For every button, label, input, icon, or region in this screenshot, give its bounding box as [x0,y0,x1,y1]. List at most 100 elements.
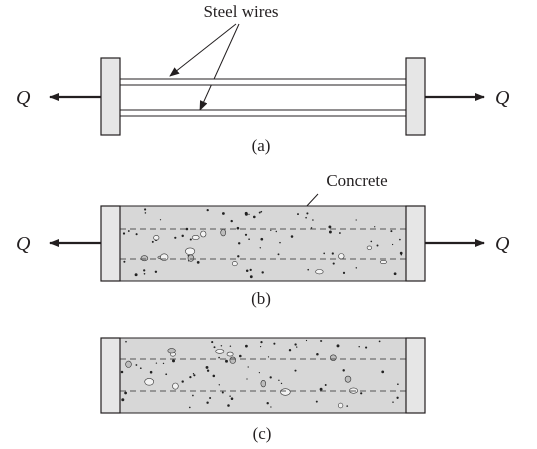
concrete-speckle [143,269,146,272]
concrete-speckle [239,354,242,358]
concrete-aggregate-c [120,339,399,409]
concrete-speckle [336,344,340,348]
concrete-speckle [229,395,231,397]
concrete-speckle [218,384,220,386]
concrete-speckle [245,269,249,272]
concrete-speckle [185,227,189,231]
concrete-speckle [355,267,358,269]
concrete-speckle [324,384,327,386]
concrete-speckle [260,237,264,241]
concrete-speckle [328,230,332,234]
concrete-speckle [236,226,240,230]
concrete-speckle [211,341,214,344]
concrete-stone [144,378,154,386]
concrete-speckle [323,252,326,255]
concrete-speckle [332,262,335,265]
concrete-speckle [121,398,125,402]
concrete-stone [200,230,207,238]
end-plate-left-a [100,57,121,136]
concrete-speckle [290,235,294,238]
concrete-stone [338,253,345,260]
concrete-speckle [209,396,212,400]
force-label-left-b: Q [16,233,31,255]
force-label-right-a: Q [495,87,510,109]
concrete-speckle [206,208,209,212]
concrete-speckle [307,268,310,271]
concrete-speckle [192,373,195,375]
concrete-stone [191,235,200,241]
force-label-left-a: Q [16,87,31,109]
concrete-speckle [244,233,248,236]
concrete-body-c [119,337,407,414]
concrete-speckle [196,261,200,264]
concrete-speckle [258,372,260,374]
concrete-speckle [399,238,401,241]
panel-c-caption: (c) [253,424,272,443]
concrete-speckle [206,369,210,372]
concrete-speckle [218,356,220,359]
panel-a-caption: (a) [252,136,271,155]
concrete-speckle [279,241,281,244]
end-plate-right-c [405,337,426,414]
concrete-speckle [378,340,381,343]
concrete-aggregate-b [122,208,403,279]
concrete-speckle [181,380,184,383]
concrete-stone [379,259,387,264]
concrete-speckle [155,362,158,364]
concrete-speckle [277,253,280,256]
concrete-speckle [288,348,292,352]
concrete-speckle [258,211,261,214]
concrete-speckle [338,232,341,234]
concrete-speckle [312,219,314,221]
concrete-stone [167,348,176,354]
concrete-speckle [213,346,216,349]
end-plate-right-a [405,57,426,136]
concrete-speckle [139,367,142,370]
steel-wire-top [119,78,407,86]
concrete-speckle [270,229,272,232]
concrete-speckle [189,238,192,241]
concrete-speckle [122,232,126,235]
concrete-speckle [376,244,379,247]
concrete-speckle [237,242,241,245]
concrete-stone [344,375,352,383]
concrete-speckle [143,272,146,275]
concrete-speckle [159,219,162,221]
steel-wire-bottom [119,109,407,117]
panel-b-caption: (b) [251,289,271,308]
end-plate-right-b [405,205,426,282]
concrete-speckle [154,270,158,273]
concrete-speckle [193,374,196,377]
concrete-speckle [174,236,177,239]
concrete-speckle [328,225,332,229]
concrete-stone [315,269,324,275]
concrete-speckle [269,376,272,379]
concrete-speckle [297,213,299,216]
concrete-speckle [135,364,138,366]
concrete-speckle [399,251,403,255]
concrete-speckle [261,271,264,274]
concrete-speckle [144,208,147,211]
concrete-speckle [355,219,357,221]
concrete-label: Concrete [326,171,387,190]
concrete-speckle [127,230,130,232]
concrete-speckle [134,273,138,277]
concrete-speckle [260,346,262,348]
concrete-speckle [316,353,319,356]
concrete-stone [153,235,160,241]
concrete-speckle [370,240,373,243]
panel-b: Concrete Q Q (b) [16,171,510,308]
concrete-speckle [247,366,249,368]
concrete-speckle [135,233,138,236]
concrete-speckle [230,397,234,400]
concrete-speckle [244,211,248,215]
concrete-speckle [220,345,223,347]
concrete-speckle [273,342,276,345]
concrete-stone [185,247,196,256]
end-plate-left-c [100,337,121,414]
concrete-speckle [346,405,349,407]
concrete-stone [215,349,225,354]
panel-a: Steel wires Q Q (a) [16,2,510,155]
concrete-stone [160,253,169,261]
concrete-speckle [162,362,165,365]
